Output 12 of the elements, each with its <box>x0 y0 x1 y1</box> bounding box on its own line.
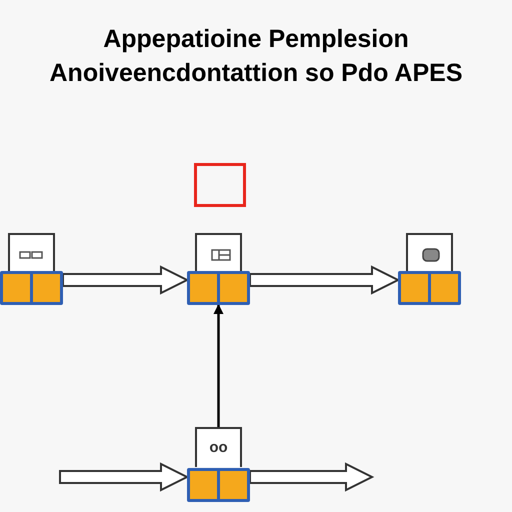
device-box <box>187 233 250 305</box>
arrow <box>214 304 224 427</box>
device-box <box>0 233 63 305</box>
block-arrow <box>62 265 190 295</box>
device-label: oo <box>208 439 229 456</box>
device-box <box>187 427 250 502</box>
block-arrow <box>249 462 374 492</box>
block-arrow <box>249 265 400 295</box>
device-box <box>398 233 461 305</box>
block-arrow <box>59 462 190 492</box>
empty-box <box>194 163 246 207</box>
title: Appepatioine Pemplesion Anoiveencdontattion so Pdo APES <box>48 24 464 89</box>
